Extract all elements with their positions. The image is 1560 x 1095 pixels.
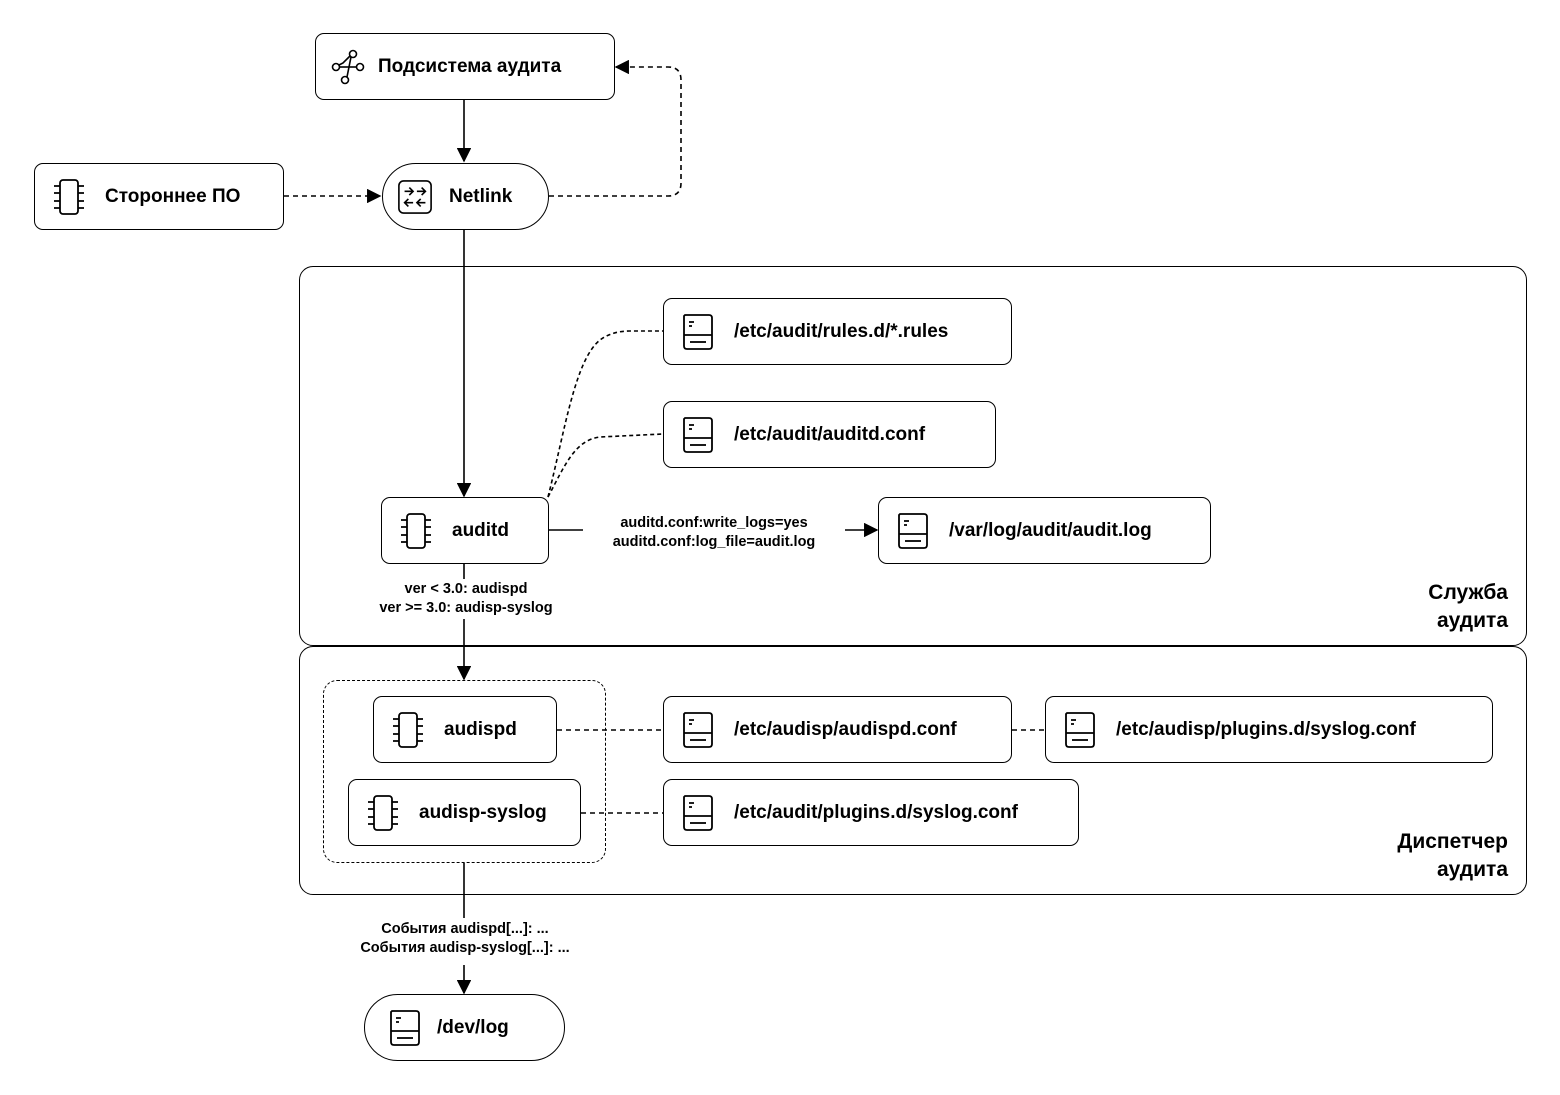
node-audisp-syslog-label: audisp-syslog (419, 801, 547, 823)
node-audit-plugins-syslog[interactable]: /etc/audit/plugins.d/syslog.conf (663, 779, 1079, 846)
edge-netlink-subsystem (549, 59, 682, 197)
chip-icon (398, 511, 434, 551)
chip-icon (390, 710, 426, 750)
node-rules-d[interactable]: /etc/audit/rules.d/*.rules (663, 298, 1012, 365)
node-audispd-conf[interactable]: /etc/audisp/audispd.conf (663, 696, 1012, 763)
node-auditd-conf-label: /etc/audit/auditd.conf (734, 423, 926, 445)
file-icon (1062, 710, 1098, 750)
file-icon (680, 415, 716, 455)
node-audisp-plugins-syslog-label: /etc/audisp/plugins.d/syslog.conf (1116, 718, 1416, 740)
node-third-party[interactable]: Стороннее ПО (34, 163, 284, 230)
file-icon (680, 793, 716, 833)
audit-service-title-line2: аудита (1436, 609, 1508, 632)
branch-icon (330, 47, 366, 87)
node-audisp-plugins-syslog[interactable]: /etc/audisp/plugins.d/syslog.conf (1045, 696, 1493, 763)
chip-icon (51, 177, 87, 217)
audit-dispatcher-title-line1: Диспетчер (1397, 830, 1508, 853)
audit-service-group (299, 266, 1527, 646)
node-dev-log[interactable]: /dev/log (364, 994, 565, 1061)
node-dev-log-label: /dev/log (437, 1016, 509, 1038)
edge-label-events-line1: События audispd[...]: ... (381, 921, 549, 937)
node-netlink-label: Netlink (449, 185, 513, 207)
file-icon (387, 1008, 423, 1048)
edge-label-events-line2: События audisp-syslog[...]: ... (360, 940, 570, 956)
node-audispd[interactable]: audispd (373, 696, 557, 763)
node-audisp-syslog[interactable]: audisp-syslog (348, 779, 581, 846)
audit-dispatcher-group (299, 646, 1527, 895)
node-audispd-conf-label: /etc/audisp/audispd.conf (734, 718, 957, 740)
node-auditd[interactable]: auditd (381, 497, 549, 564)
edge-auditd-conf (547, 433, 664, 498)
edge-label-write-logs: auditd.conf:write_logs=yes auditd.conf:l… (585, 514, 843, 552)
edge-label-version: ver < 3.0: audispd ver >= 3.0: audisp-sy… (346, 580, 586, 618)
file-icon (895, 511, 931, 551)
node-auditd-conf[interactable]: /etc/audit/auditd.conf (663, 401, 996, 468)
edge-label-events: События audispd[...]: ... События audisp… (330, 920, 600, 958)
node-third-party-label: Стороннее ПО (105, 185, 241, 207)
node-audispd-label: audispd (444, 718, 517, 740)
chip-icon (365, 793, 401, 833)
edge-label-version-line1: ver < 3.0: audispd (404, 581, 528, 597)
edge-label-write-logs-line2: auditd.conf:log_file=audit.log (612, 534, 816, 550)
node-netlink[interactable]: Netlink (382, 163, 549, 230)
node-audit-subsystem-label: Подсистема аудита (378, 55, 562, 77)
node-audit-log[interactable]: /var/log/audit/audit.log (878, 497, 1211, 564)
node-audit-subsystem[interactable]: Подсистема аудита (315, 33, 615, 100)
file-icon (680, 710, 716, 750)
edge-label-write-logs-line1: auditd.conf:write_logs=yes (620, 515, 808, 531)
node-auditd-label: auditd (452, 519, 509, 541)
audit-service-title-line1: Служба (1428, 581, 1508, 604)
node-rules-d-label: /etc/audit/rules.d/*.rules (734, 320, 949, 342)
audit-service-title: Служба аудита (1428, 579, 1508, 635)
edge-auditd-rules (547, 330, 663, 498)
dispatcher-processes-group (323, 680, 606, 863)
node-audit-plugins-syslog-label: /etc/audit/plugins.d/syslog.conf (734, 801, 1018, 823)
file-icon (680, 312, 716, 352)
audit-dispatcher-title: Диспетчер аудита (1397, 828, 1508, 884)
edge-label-version-line2: ver >= 3.0: audisp-syslog (379, 600, 553, 616)
audit-dispatcher-title-line2: аудита (1436, 858, 1508, 881)
swap-arrows-icon (397, 177, 433, 217)
node-audit-log-label: /var/log/audit/audit.log (949, 519, 1152, 541)
